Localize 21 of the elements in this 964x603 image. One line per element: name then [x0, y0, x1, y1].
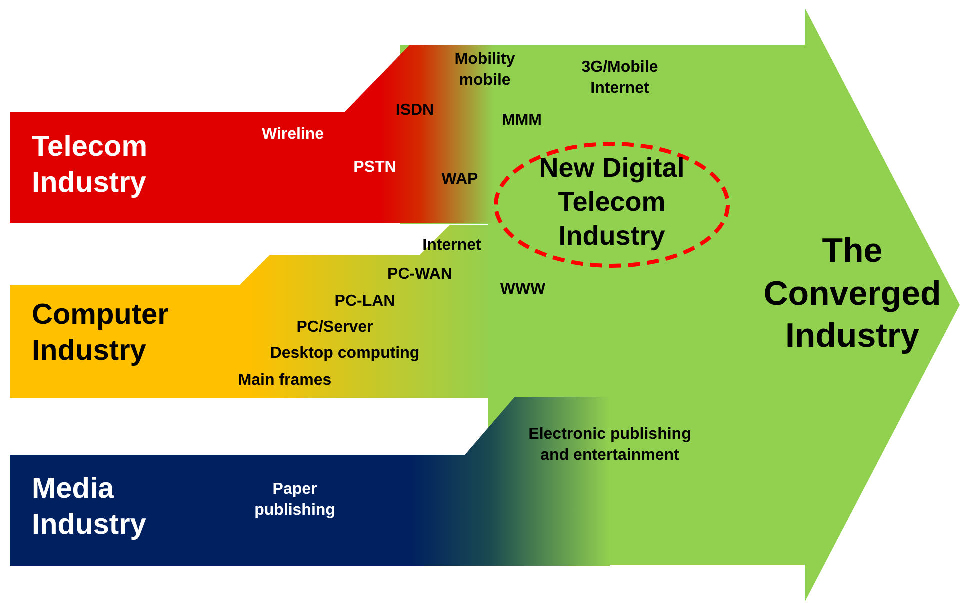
technology-label: 3G/Mobile Internet [580, 58, 660, 99]
industry-label: Media Industry [32, 472, 148, 544]
technology-label: Main frames [237, 371, 333, 391]
technology-label: MMM [501, 111, 543, 131]
technology-label: WAP [440, 170, 480, 190]
industry-label: Telecom Industry [32, 130, 149, 202]
dashed-ellipse [494, 142, 730, 268]
industry-title: New Digital Telecom Industry [538, 152, 686, 253]
industry-label: Computer Industry [32, 298, 170, 370]
technology-label: PSTN [352, 158, 398, 178]
technology-label: ISDN [394, 101, 436, 121]
technology-label: Paper publishing [254, 480, 336, 521]
technology-label: Electronic publishing and entertainment [528, 425, 692, 466]
technology-label: PC/Server [296, 318, 374, 338]
technology-label: Desktop computing [269, 344, 421, 364]
technology-label: Wireline [260, 125, 326, 145]
technology-label: PC-WAN [386, 265, 454, 285]
technology-label: WWW [499, 280, 547, 300]
technology-label: PC-LAN [334, 292, 396, 312]
industry-title: The Converged Industry [762, 231, 942, 357]
technology-label: Mobility mobile [454, 50, 516, 91]
